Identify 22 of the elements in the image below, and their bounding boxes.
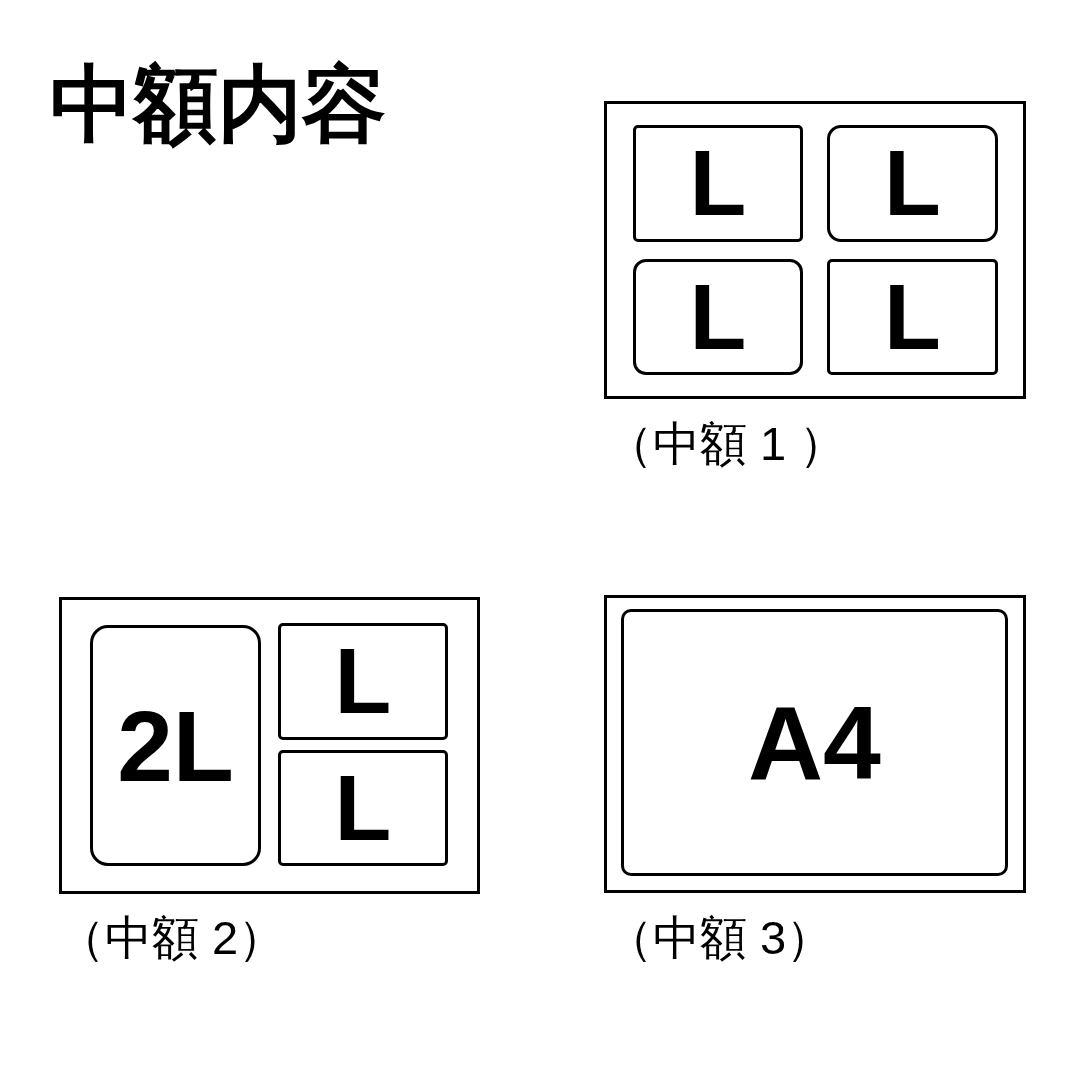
- mat-frame: [604, 595, 1026, 893]
- size-label: A4: [748, 690, 881, 795]
- size-label: L: [689, 270, 747, 364]
- size-label: L: [884, 270, 941, 364]
- frame-caption: （中額 2）: [58, 910, 286, 966]
- mat-opening: [278, 750, 448, 866]
- mat-opening: [827, 259, 998, 375]
- size-label: L: [334, 761, 392, 855]
- mat-opening: [827, 125, 998, 242]
- mat-opening: [633, 125, 803, 242]
- frame-caption: （中額 3）: [606, 910, 834, 966]
- frame-caption: （中額 1 ）: [606, 416, 847, 472]
- mat-opening: [621, 609, 1008, 876]
- mat-frame: [604, 101, 1026, 399]
- mat-opening: [633, 259, 803, 375]
- mat-opening: [278, 623, 448, 740]
- mat-opening: [90, 625, 261, 866]
- size-label: 2L: [117, 695, 234, 796]
- size-label: L: [334, 635, 392, 728]
- size-label: L: [689, 137, 747, 230]
- size-label: L: [884, 137, 941, 230]
- mat-frame: [59, 597, 480, 894]
